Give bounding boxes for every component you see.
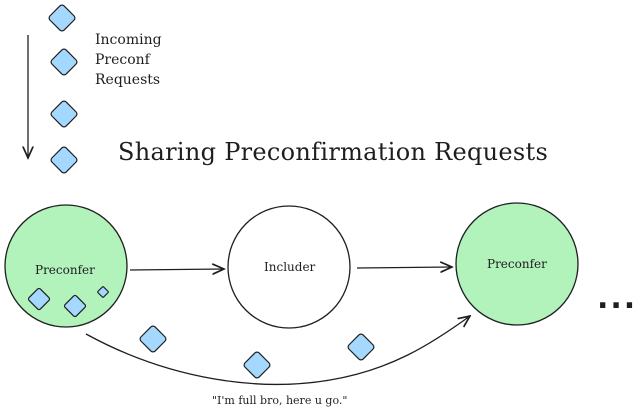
request-diamond: [50, 48, 78, 76]
incoming-label-line: Preconf: [95, 52, 150, 68]
request-diamond: [48, 4, 76, 32]
overflow-curve-arrow: [85, 316, 470, 386]
incoming-requests-label: Incoming Preconf Requests: [95, 30, 162, 90]
preconfer-right-label: Preconfer: [487, 257, 547, 271]
request-diamond: [27, 287, 51, 311]
arrow-preconfer-to-includer: [129, 269, 224, 270]
incoming-label-line: Incoming: [95, 32, 162, 48]
includer-label: Includer: [264, 260, 316, 274]
request-diamond: [50, 100, 78, 128]
includer-node: [227, 205, 351, 329]
request-diamond: [97, 286, 109, 298]
arrow-includer-to-preconfer: [356, 267, 452, 268]
request-diamond: [243, 351, 271, 379]
request-diamond: [50, 146, 78, 174]
request-diamond: [139, 325, 167, 353]
request-diamond: [63, 294, 87, 318]
preconfer-node-right: [455, 202, 579, 326]
incoming-label-line: Requests: [95, 72, 161, 88]
overflow-caption: "I'm full bro, here u go.": [212, 394, 348, 407]
diagram-title: Sharing Preconfirmation Requests: [118, 138, 549, 166]
more-nodes-ellipsis: ...: [597, 281, 638, 316]
preconfer-left-label: Preconfer: [35, 263, 95, 277]
request-diamond: [347, 333, 375, 361]
